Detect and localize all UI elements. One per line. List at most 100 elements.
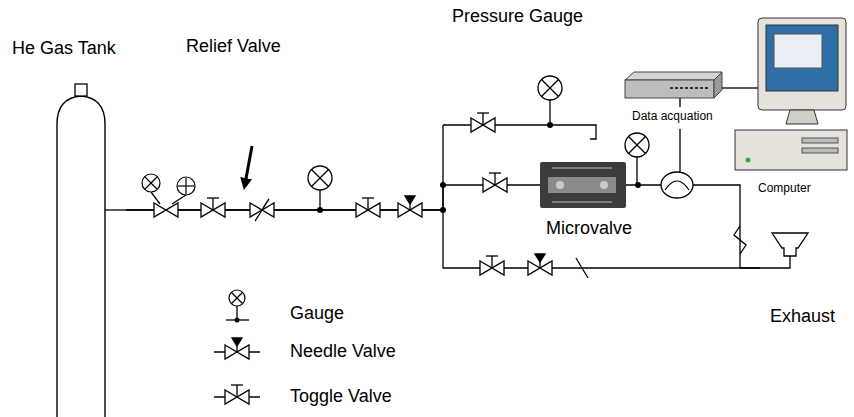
gauge-mark — [145, 177, 157, 189]
check-valve-symbol — [576, 258, 588, 278]
drive-slot — [802, 148, 838, 153]
gauge-stem — [636, 157, 637, 185]
gauge-symbol — [308, 166, 332, 190]
equipment-node: Microvalve — [538, 160, 638, 241]
pointer-arrow — [245, 146, 252, 184]
junction-dot — [440, 182, 446, 188]
needle-valve-symbol — [398, 196, 422, 217]
equipment-label: He Gas Tank — [12, 38, 116, 59]
gauge-symbol — [177, 177, 195, 195]
toggle-valve-symbol — [225, 385, 249, 404]
microvalve-photo — [540, 162, 626, 208]
equipment-label: Data acquation — [632, 110, 713, 124]
gauge-symbol — [142, 174, 160, 192]
device-led — [695, 87, 698, 89]
device-led — [705, 87, 708, 89]
junction-dots — [235, 122, 642, 323]
equipment-label: Computer — [758, 182, 811, 196]
needle-valve-symbol — [528, 254, 552, 275]
equipment-node: Computer — [732, 14, 850, 200]
device-front — [625, 80, 714, 98]
signal-line — [679, 98, 680, 107]
device-top — [625, 72, 722, 80]
gauge-mark — [232, 293, 243, 304]
toggle-valve-symbol — [356, 198, 380, 217]
flow-meter — [661, 172, 693, 198]
equipment-drawing — [732, 14, 850, 200]
toggle-valve-symbol — [483, 173, 507, 192]
equipment-drawing — [8, 36, 126, 417]
monitor-base — [786, 110, 818, 124]
microvalve-port — [556, 181, 564, 189]
equipment-node: He Gas Tank — [8, 36, 126, 417]
regulator-symbol — [154, 203, 178, 217]
device-led — [690, 87, 693, 89]
gauge-symbol — [538, 76, 562, 100]
pipe-line — [443, 125, 596, 139]
power-led — [746, 158, 751, 163]
label-holder: Relief Valve — [186, 36, 281, 57]
gauge-mark — [145, 177, 157, 189]
junction-dot — [440, 207, 446, 213]
signal-line — [732, 87, 758, 88]
microvalve-wire — [552, 202, 612, 203]
microvalve-chip — [548, 177, 616, 193]
needle-valve-symbol — [225, 338, 249, 359]
signal-line — [679, 129, 680, 172]
regulator-gauges — [142, 174, 195, 195]
device-led — [670, 87, 673, 89]
toggle-valve-symbol — [480, 256, 504, 275]
equipment-label: Exhaust — [770, 306, 835, 327]
microvalve-wire — [552, 168, 612, 169]
screen-window — [774, 34, 822, 68]
gauge-symbol — [625, 133, 649, 157]
device-led — [675, 87, 678, 89]
legend-text: Toggle Valve — [290, 386, 392, 407]
toggle-valve-symbol — [201, 198, 225, 217]
gauge-stem — [549, 100, 550, 125]
legend-text: Gauge — [290, 303, 344, 324]
part-label: Pressure Gauge — [452, 6, 583, 27]
device-led — [680, 87, 683, 89]
junction-dot — [235, 318, 240, 323]
monitor-screen — [766, 25, 838, 91]
toggle-valve-symbol — [471, 113, 495, 132]
legend-entry: Toggle Valve — [290, 386, 392, 407]
junction-dot — [317, 207, 323, 213]
equipment-label: Microvalve — [546, 218, 632, 239]
microvalve-port — [600, 181, 608, 189]
check-valve-symbol — [734, 226, 746, 254]
pipe-line — [105, 209, 126, 210]
drive-slot — [802, 138, 838, 143]
pipe-lines — [151, 100, 746, 397]
gauge-mark — [232, 293, 243, 304]
device-led — [700, 87, 703, 89]
equipment-node: Data acquation — [622, 66, 726, 128]
gas-pipe — [126, 210, 760, 268]
part-label: Relief Valve — [186, 36, 281, 57]
legend-gauge — [229, 290, 245, 306]
gas-cylinder — [57, 96, 105, 417]
cylinder-valve — [75, 84, 87, 96]
regulator-stem — [151, 192, 160, 204]
relief-valve-symbol — [250, 199, 274, 221]
legend-entry: Gauge — [290, 303, 344, 324]
computer-case — [735, 130, 847, 170]
pipe-line — [760, 256, 790, 268]
device-led — [685, 87, 688, 89]
pipe-line — [442, 125, 443, 210]
exhaust-funnel — [772, 233, 808, 256]
equipment-node: Exhaust — [760, 228, 850, 329]
legend-entry: Needle Valve — [290, 341, 396, 362]
legend-text: Needle Valve — [290, 341, 396, 362]
monitor — [758, 18, 846, 110]
gas-pipe — [726, 87, 732, 88]
regulator-stem — [172, 195, 186, 204]
signal-line — [722, 87, 726, 88]
junction-dot — [547, 122, 553, 128]
flow-meter-mark — [665, 181, 689, 190]
label-holder: Pressure Gauge — [452, 6, 583, 27]
gas-pipe — [638, 185, 760, 268]
